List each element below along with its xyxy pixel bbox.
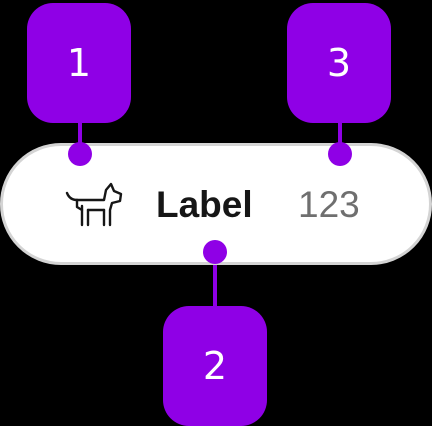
callout-2-leader-line — [213, 252, 217, 308]
callout-3-leader-line — [338, 122, 342, 154]
chip-count: 123 — [298, 184, 360, 225]
callout-marker-2: 2 — [163, 306, 267, 426]
callout-marker-1: 1 — [27, 3, 131, 123]
callout-1-anchor-dot — [68, 142, 92, 166]
chip-label: Label — [156, 184, 253, 225]
callout-marker-3: 3 — [287, 3, 391, 123]
callout-2-anchor-dot — [203, 240, 227, 264]
callout-3-anchor-dot — [328, 142, 352, 166]
callout-1-leader-line — [78, 122, 82, 154]
dog-icon — [65, 182, 123, 227]
